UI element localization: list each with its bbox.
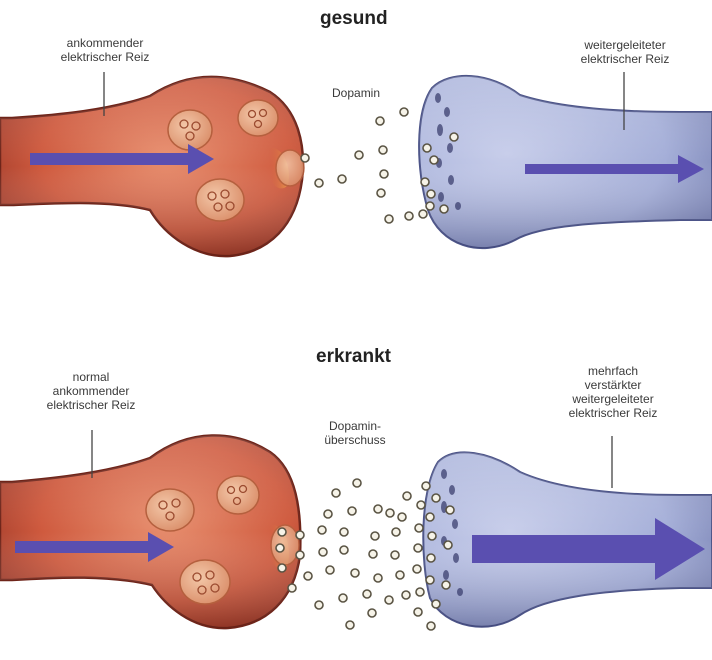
diseased-panel	[0, 430, 712, 630]
incoming-stimulus-label-healthy: ankommender elektrischer Reiz	[40, 36, 170, 64]
incoming-label-line: elektrischer Reiz	[26, 398, 156, 412]
outgoing-label-line: elektrischer Reiz	[560, 52, 690, 66]
incoming-label-line: ankommender	[26, 384, 156, 398]
title-diseased: erkrankt	[316, 346, 391, 368]
incoming-stimulus-label-diseased: normal ankommender elektrischer Reiz	[26, 370, 156, 412]
dopamine-surplus-line: überschuss	[305, 433, 405, 447]
incoming-label-line: ankommender	[40, 36, 170, 50]
outgoing-stimulus-label-healthy: weitergeleiteter elektrischer Reiz	[560, 38, 690, 66]
outgoing-label-line: mehrfach	[548, 364, 678, 378]
incoming-label-line: elektrischer Reiz	[40, 50, 170, 64]
title-healthy: gesund	[320, 8, 388, 30]
outgoing-label-line: elektrischer Reiz	[548, 406, 678, 420]
dopamine-surplus-line: Dopamin-	[305, 419, 405, 433]
dopamine-label: Dopamin	[332, 86, 380, 100]
incoming-label-line: normal	[26, 370, 156, 384]
outgoing-label-line: weitergeleiteter	[548, 392, 678, 406]
outgoing-stimulus-label-diseased: mehrfach verstärkter weitergeleiteter el…	[548, 364, 678, 420]
outgoing-label-line: weitergeleiteter	[560, 38, 690, 52]
outgoing-label-line: verstärkter	[548, 378, 678, 392]
dopamine-surplus-label: Dopamin- überschuss	[305, 419, 405, 447]
